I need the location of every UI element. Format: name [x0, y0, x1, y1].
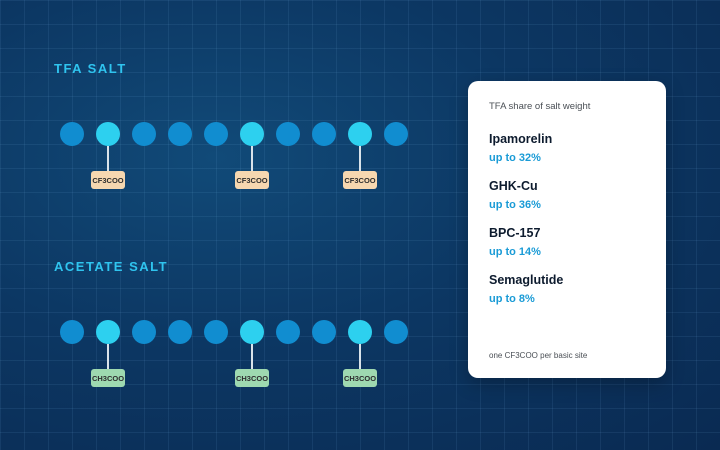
acetate-counter-ion-tag: CH3COO — [235, 369, 269, 387]
tfa-bond-9 — [359, 146, 361, 171]
acetate-residue-1 — [60, 320, 84, 344]
item-value-ghk-cu: up to 36% — [489, 199, 541, 211]
item-value-bpc-157: up to 14% — [489, 246, 541, 258]
acetate-bond-2 — [107, 344, 109, 369]
acetate-residue-2 — [96, 320, 120, 344]
tfa-counter-ion-tag: CF3COO — [343, 171, 377, 189]
item-value-semaglutide: up to 8% — [489, 293, 535, 305]
acetate-salt-title: ACETATE SALT — [54, 259, 169, 274]
card-title: TFA share of salt weight — [489, 101, 591, 112]
item-name-bpc-157: BPC-157 — [489, 226, 541, 240]
item-value-ipamorelin: up to 32% — [489, 152, 541, 164]
tfa-counter-ion-tag: CF3COO — [91, 171, 125, 189]
acetate-residue-7 — [276, 320, 300, 344]
tfa-residue-10 — [384, 122, 408, 146]
tfa-residue-3 — [132, 122, 156, 146]
tfa-share-card: TFA share of salt weight Ipamorelin up t… — [468, 81, 666, 378]
acetate-residue-4 — [168, 320, 192, 344]
item-name-semaglutide: Semaglutide — [489, 273, 564, 287]
tfa-residue-7 — [276, 122, 300, 146]
acetate-counter-ion-tag: CH3COO — [343, 369, 377, 387]
acetate-residue-6 — [240, 320, 264, 344]
acetate-residue-5 — [204, 320, 228, 344]
acetate-residue-3 — [132, 320, 156, 344]
tfa-residue-4 — [168, 122, 192, 146]
acetate-bond-9 — [359, 344, 361, 369]
card-footnote: one CF3COO per basic site — [489, 351, 588, 360]
tfa-bond-6 — [251, 146, 253, 171]
acetate-counter-ion-tag: CH3COO — [91, 369, 125, 387]
tfa-counter-ion-tag: CF3COO — [235, 171, 269, 189]
tfa-residue-6 — [240, 122, 264, 146]
tfa-residue-1 — [60, 122, 84, 146]
item-name-ghk-cu: GHK-Cu — [489, 179, 538, 193]
tfa-salt-title: TFA SALT — [54, 61, 127, 76]
tfa-residue-9 — [348, 122, 372, 146]
tfa-bond-2 — [107, 146, 109, 171]
acetate-residue-8 — [312, 320, 336, 344]
tfa-residue-2 — [96, 122, 120, 146]
tfa-residue-8 — [312, 122, 336, 146]
item-name-ipamorelin: Ipamorelin — [489, 132, 553, 146]
acetate-bond-6 — [251, 344, 253, 369]
acetate-residue-9 — [348, 320, 372, 344]
tfa-residue-5 — [204, 122, 228, 146]
tfa-salt-chain: CF3COO CF3COO CF3COO — [60, 122, 408, 189]
acetate-residue-10 — [384, 320, 408, 344]
acetate-salt-chain: CH3COO CH3COO CH3COO — [60, 320, 408, 387]
